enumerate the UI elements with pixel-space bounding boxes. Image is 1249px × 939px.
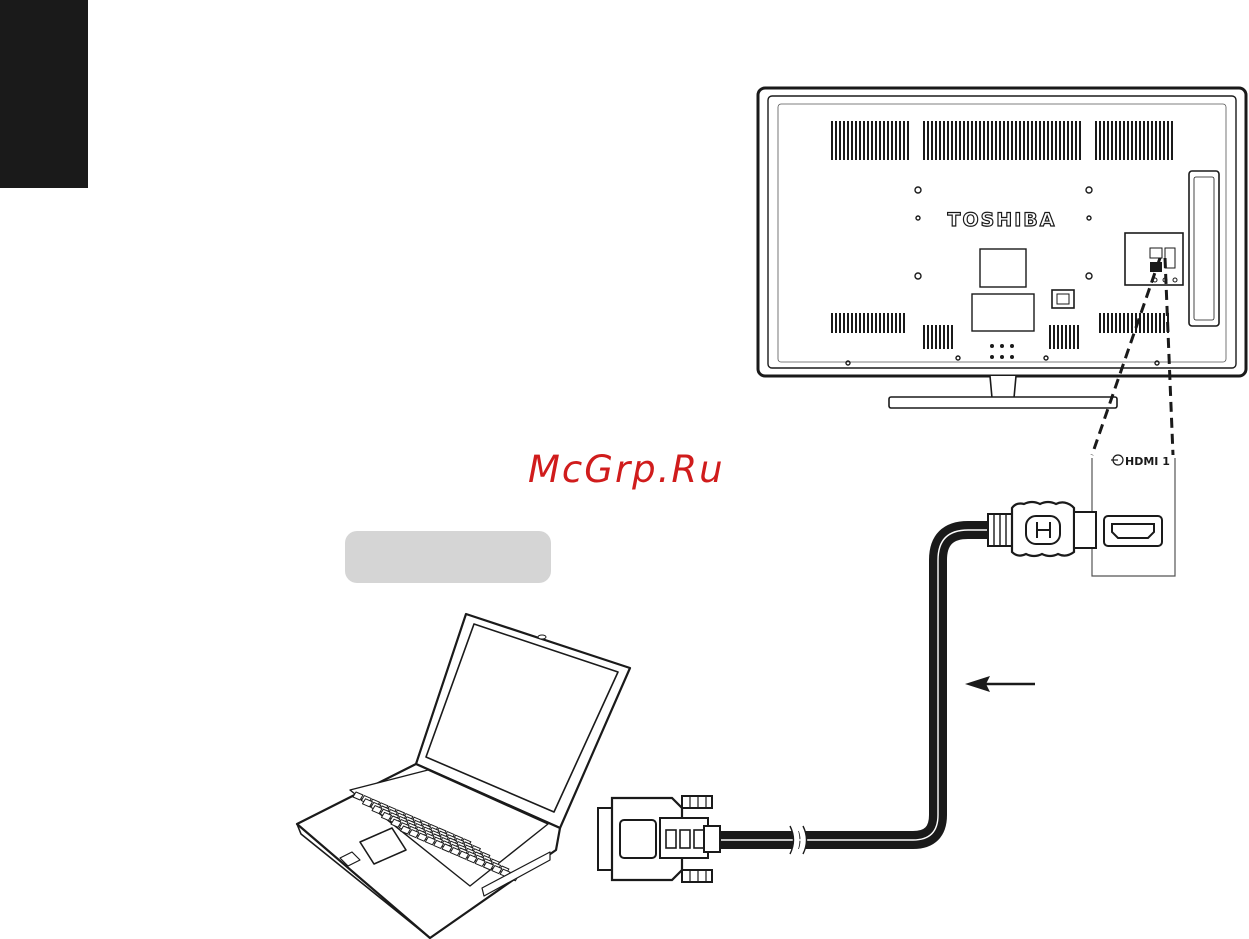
laptop-illustration [297,614,630,938]
hdmi-port-label: HDMI 1 [1125,455,1170,468]
hdmi-plug [988,502,1096,556]
hdmi-port-callout: HDMI 1 [1092,455,1175,576]
hdmi-dvi-cable [720,530,988,854]
dvi-plug [598,796,720,882]
tv-stand-base [889,397,1117,408]
signal-direction-arrow-icon [965,676,1035,692]
tv-brand-logo: TOSHIBA [948,209,1057,231]
tv-back: TOSHIBA [758,88,1246,408]
